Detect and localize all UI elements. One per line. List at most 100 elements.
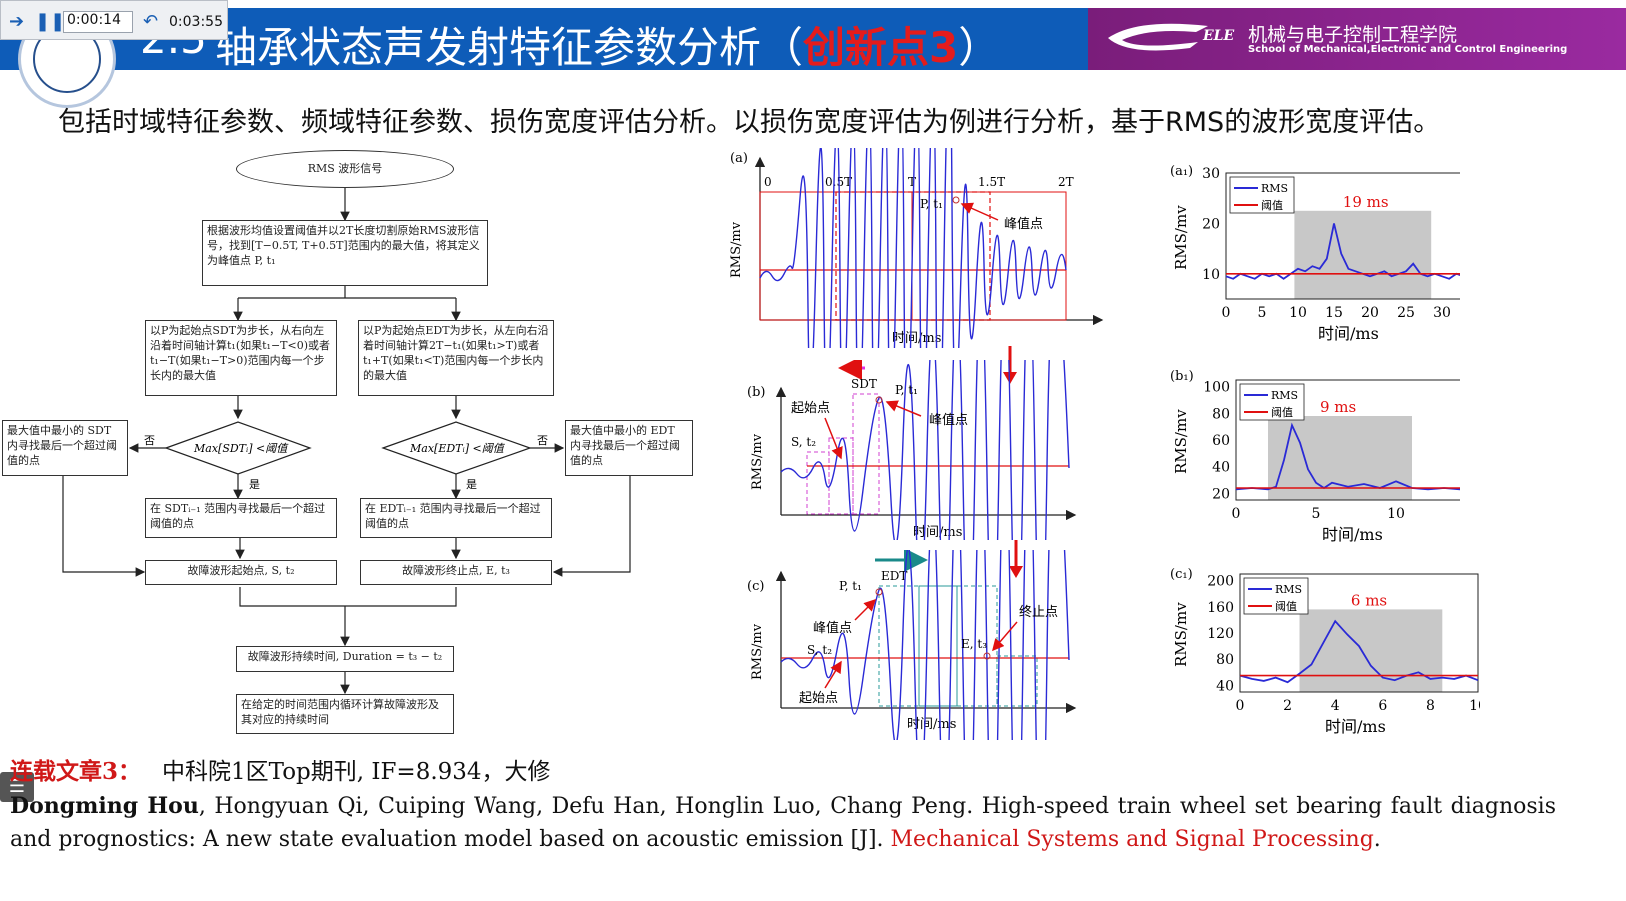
journal-info: 中科院1区Top期刊, IF=8.934，大修 [162,759,551,785]
left-yes-label: 是 [249,478,260,491]
flow-duration: 故障波形持续时间, Duration = t₃ − t₂ [236,646,454,672]
chart-a1-legend-threshold: 阈值 [1261,198,1283,212]
chart-b1-series-rms [1235,422,1460,491]
remaining-time: 0:03:55 [169,14,223,30]
fig-c-label: (c) [747,579,764,594]
chart-c1-frame [1239,573,1479,693]
pause-icon[interactable]: ❚❚ [35,11,66,32]
flow-start: RMS 波形信号 [236,150,454,188]
chart-c1-xtick: 8 [1426,698,1435,714]
fig-c-ylabel: RMS/mv [750,623,765,680]
fig-c-end-label: E, t₃ [961,637,987,651]
chart-b1-annotation: 9 ms [1320,398,1356,416]
stop-recording-icon[interactable]: ➔ [9,11,25,32]
fig-b-annot-peak: 峰值点 [929,412,968,428]
chart-c1-ytick: 200 [1207,574,1234,590]
title-banner [0,8,1626,70]
undo-icon[interactable]: ↶ [143,11,159,32]
chart-c1-ytick: 40 [1216,678,1234,694]
chart-c1-shaded-region [1299,609,1443,692]
flow-right-no-box: 最大值中最小的 EDT 内寻找最后一个超过阈值的点 [565,420,693,476]
chart-a1-ytick: 10 [1202,267,1220,283]
flow-end-point: 故障波形终止点, E, t₃ [360,560,552,585]
citation-body: , Hongyuan Qi, Cuiping Wang, Defu Han, H… [10,794,1556,852]
fig-b-start-label: S, t₂ [791,435,816,449]
chart-c1-xtick: 4 [1331,698,1340,714]
chart-c1-label: (c₁) [1170,567,1193,582]
chart-b1-xlabel: 时间/ms [1322,525,1383,544]
reference-citation: Dongming Hou, Hongyuan Qi, Cuiping Wang,… [10,793,1556,852]
fig-a-peak-label: P, t₁ [920,197,943,211]
fig-b-label: (b) [747,385,765,400]
chart-b1-shaded-region [1268,416,1412,500]
chart-c1-xlabel: 时间/ms [1325,717,1386,736]
chart-a1-ylabel: RMS/mv [1172,205,1190,270]
chart-a1-xtick: 5 [1258,305,1267,321]
chart-b1-legend-box [1239,383,1305,421]
flow-step-peak: 根据波形均值设置阈值并以2T长度切割原始RMS波形信号，找到[T−0.5T, T… [202,220,488,286]
flow-left-yes-box: 在 SDTᵢ₋₁ 范围内寻找最后一个超过阈值的点 [145,498,337,538]
right-decision-diamond [381,421,532,475]
fig-b-xlabel: 时间/ms [913,525,962,540]
chart-c1-ytick: 160 [1207,600,1234,616]
chart-c1-series-rms [1239,619,1479,684]
fig-a-tick-2: T [908,175,916,189]
chart-c1-xtick: 10 [1469,698,1480,714]
chart-b1-legend-threshold: 阈值 [1271,405,1293,419]
figure-c: (c) RMS/mv 时间/ms EDT P, t₁ 峰值点 S, t₂ 起始点… [747,550,1077,740]
flow-right-yes-box: 在 EDTᵢ₋₁ 范围内寻找最后一个超过阈值的点 [360,498,552,538]
chart-c1-annotation: 6 ms [1351,591,1387,609]
right-condition: Max[EDTᵢ] <阈值 [409,442,506,455]
chart-a1-shaded-region [1294,210,1432,299]
flow-final: 在给定的时间范围内循环计算故障波形及其对应的持续时间 [236,694,454,734]
flow-right-step: 以P为起始点EDT为步长，从左向右沿着时间轴计算2T−t₁(如果t₁>T)或者t… [358,320,554,396]
fig-c-edt: EDT [881,569,907,583]
chart-a1-label: (a₁) [1170,164,1193,179]
chart-a1-xlabel: 时间/ms [1318,324,1379,343]
chart-a1-xtick: 10 [1289,305,1307,321]
chart-c1-ytick: 120 [1207,626,1234,642]
series-article-label: 连载文章3： [10,758,142,785]
school-logo-text: ELE [1202,28,1235,44]
fig-b-sdt: SDT [851,377,877,391]
flow-start-point: 故障波形起始点, S, t₂ [145,560,337,585]
fig-c-start-label: S, t₂ [807,643,832,657]
menu-icon[interactable]: ☰ [0,772,34,802]
fig-c-annot-peak: 峰值点 [813,620,852,636]
chart-b1-legend-rms: RMS [1271,389,1298,402]
recording-toolbar: ➔ ❚❚ 0:00:14 ↶ 0:03:55 [0,0,228,40]
flow-left-step: 以P为起始点SDT为步长，从右向左沿着时间轴计算t₁(如果t₁−T<0)或者t₁… [145,320,337,396]
fig-a-tick-4: 2T [1058,175,1074,189]
chart-c1-legend-threshold: 阈值 [1275,599,1297,613]
down-arrow-1 [1003,346,1017,384]
right-no-label: 否 [537,434,548,447]
left-condition: Max[SDTᵢ] <阈值 [193,442,289,455]
school-banner [1088,8,1626,70]
fig-b-peak-label: P, t₁ [895,383,918,397]
fig-a-annot: 峰值点 [1004,216,1043,232]
chart-a1-xtick: 25 [1397,305,1415,321]
fig-a-label: (a) [730,151,748,166]
left-no-label: 否 [144,434,155,447]
chart-b1-ytick: 100 [1203,380,1230,396]
chart-a1-ytick: 30 [1202,166,1220,182]
chart-b1-xtick: 0 [1232,506,1241,522]
chart-b1-xtick: 10 [1387,506,1405,522]
chart-a1-ytick: 20 [1202,216,1220,232]
chart-c1-legend-rms: RMS [1275,583,1302,596]
flowchart-connectors: Max[SDTᵢ] <阈值 Max[EDTᵢ] <阈值 否 否 是 是 [62,188,631,695]
chart-c1-xtick: 2 [1283,698,1292,714]
first-author: Dongming Hou [10,793,199,819]
right-yes-label: 是 [466,478,477,491]
chart-b1-ytick: 20 [1212,486,1230,502]
chart-b1-ylabel: RMS/mv [1172,409,1190,474]
chart-c1-ytick: 80 [1216,652,1234,668]
figure-b: (b) RMS/mv 时间/ms SDT P, t₁ 起始点 S, t₂ 峰值点 [747,360,1077,540]
school-name-cn: 机械与电子控制工程学院 [1248,24,1458,46]
chart-c1-xtick: 0 [1236,698,1245,714]
fig-a-tick-3: 1.5T [978,175,1005,189]
down-arrow-2 [1009,540,1023,578]
